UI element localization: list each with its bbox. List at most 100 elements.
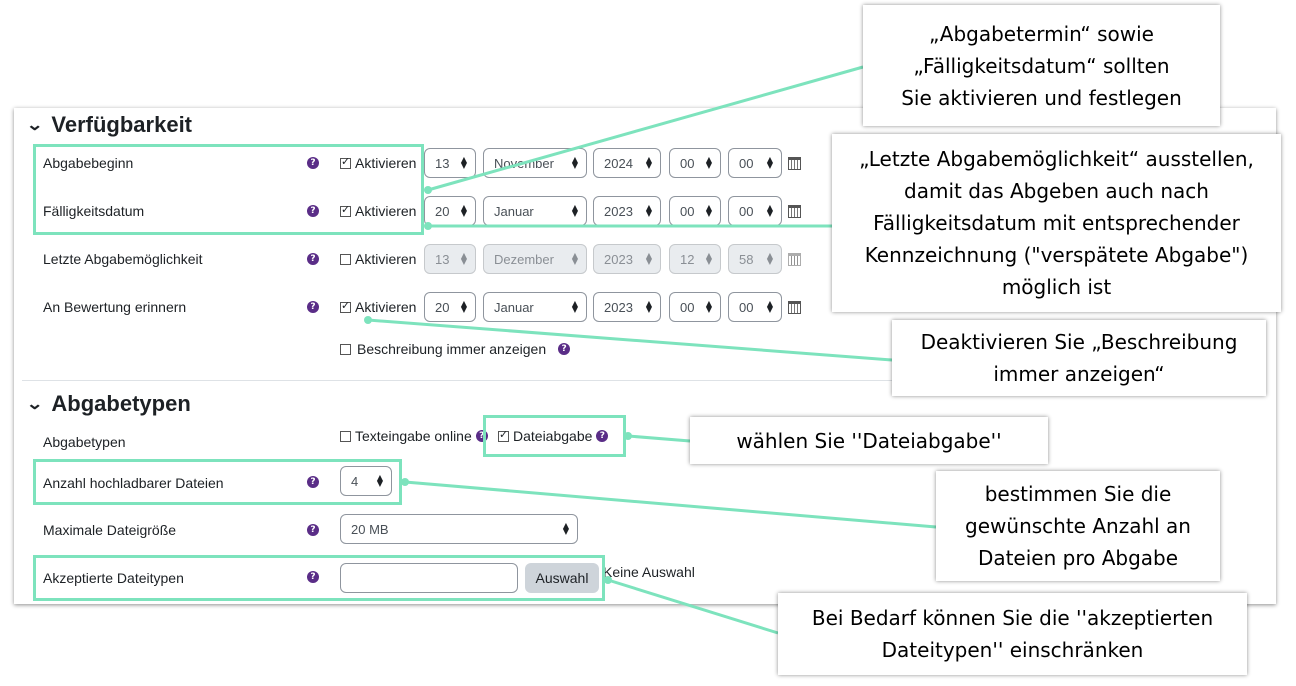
select-value: 20 — [435, 299, 450, 315]
select-arrows-icon: ▲▼ — [571, 251, 578, 266]
field-label-abgabebeginn: Abgabebeginn — [43, 155, 134, 171]
hour-select[interactable]: 00▲▼ — [669, 196, 721, 226]
auswahl-button[interactable]: Auswahl — [525, 563, 599, 593]
section-verfuegbarkeit-header[interactable]: ⌄ Verfügbarkeit — [25, 112, 193, 138]
select-arrows-icon: ▲▼ — [460, 203, 467, 218]
checkbox-box[interactable] — [340, 203, 351, 217]
help-icon[interactable]: ? — [307, 571, 319, 583]
select-arrows-icon: ▲▼ — [766, 299, 773, 314]
month-select[interactable]: Januar▲▼ — [483, 196, 587, 226]
day-select[interactable]: 20 ▲▼ — [424, 196, 476, 226]
checkbox-box[interactable] — [498, 428, 509, 442]
select-value: 2023 — [604, 251, 633, 267]
select-arrows-icon: ▲▼ — [766, 155, 773, 170]
dateiabgabe-checkbox[interactable]: Dateiabgabe ? — [498, 428, 609, 444]
hour-select[interactable]: 00 ▲▼ — [669, 148, 721, 178]
field-label-bewertung-erinnern: An Bewertung erinnern — [43, 299, 187, 315]
select-arrows-icon: ▲▼ — [645, 251, 652, 266]
select-value: 00 — [739, 299, 754, 315]
highlight-box — [483, 415, 626, 457]
help-icon[interactable]: ? — [307, 301, 319, 313]
month-select: Dezember ▲▼ — [483, 244, 587, 274]
anzahl-dateien-select[interactable]: 4 ▲▼ — [340, 466, 392, 496]
highlight-box — [33, 144, 424, 235]
calendar-icon — [788, 253, 801, 266]
help-icon[interactable]: ? — [596, 430, 609, 442]
checkbox-box[interactable] — [340, 155, 351, 169]
select-arrows-icon: ▲▼ — [705, 155, 712, 170]
month-select[interactable]: November▲▼ — [483, 148, 587, 178]
select-arrows-icon: ▲▼ — [460, 251, 467, 266]
day-select[interactable]: 13 ▲▼ — [424, 148, 476, 178]
year-select: 2023 ▲▼ — [593, 244, 661, 274]
callout-letzte-abgabe: „Letzte Abgabemöglichkeit“ ausstellen, d… — [832, 134, 1281, 312]
select-value: 00 — [680, 155, 695, 171]
texteingabe-checkbox[interactable]: Texteingabe online ? — [340, 428, 488, 444]
checkbox-box[interactable] — [340, 299, 351, 313]
callout-beschreibung: Deaktivieren Sie „Beschreibung immer anz… — [892, 320, 1266, 396]
enable-checkbox-bewertung-erinnern[interactable]: Aktivieren — [340, 299, 416, 315]
checkbox-box[interactable] — [340, 253, 351, 265]
help-icon[interactable]: ? — [307, 253, 319, 265]
enable-checkbox-letzte-abgabe[interactable]: Aktivieren — [340, 251, 416, 267]
help-icon[interactable]: ? — [307, 476, 319, 488]
select-value: 13 — [435, 251, 450, 267]
keine-auswahl-text: Keine Auswahl — [603, 564, 695, 580]
year-select[interactable]: 2024 ▲▼ — [593, 148, 661, 178]
calendar-icon[interactable] — [788, 301, 801, 314]
select-value: 58 — [739, 251, 754, 267]
select-value: 13 — [435, 155, 450, 171]
help-icon[interactable]: ? — [307, 524, 319, 536]
select-value: 12 — [680, 251, 695, 267]
select-arrows-icon: ▲▼ — [460, 155, 467, 170]
chevron-down-icon[interactable]: ⌄ — [25, 396, 44, 413]
section-title: Verfügbarkeit — [51, 112, 193, 137]
select-arrows-icon: ▲▼ — [705, 299, 712, 314]
max-dateigroesse-select[interactable]: 20 MB▲▼ — [340, 514, 578, 544]
month-select[interactable]: Januar ▲▼ — [483, 292, 587, 322]
checkbox-label: Aktivieren — [355, 203, 417, 219]
year-select[interactable]: 2023▲▼ — [593, 292, 661, 322]
calendar-icon[interactable] — [788, 157, 801, 170]
checkbox-box[interactable] — [340, 430, 351, 442]
beschreibung-checkbox[interactable]: Beschreibung immer anzeigen ? — [340, 341, 571, 357]
field-label-dateitypen: Akzeptierte Dateitypen — [43, 570, 184, 586]
chevron-down-icon[interactable]: ⌄ — [25, 117, 44, 134]
minute-select[interactable]: 00 ▲▼ — [728, 292, 782, 322]
help-icon[interactable]: ? — [307, 157, 319, 169]
field-label-faelligkeitsdatum: Fälligkeitsdatum — [43, 203, 145, 219]
select-arrows-icon: ▲▼ — [460, 299, 467, 314]
select-value: 2024 — [604, 155, 633, 171]
select-value: Januar — [494, 299, 534, 315]
select-value: Dezember — [494, 251, 554, 267]
select-arrows-icon: ▲▼ — [645, 155, 652, 170]
enable-checkbox-faelligkeitsdatum[interactable]: Aktivieren — [340, 203, 416, 219]
checkbox-label: Texteingabe online — [355, 428, 472, 444]
help-icon[interactable]: ? — [558, 343, 571, 355]
select-value: November — [494, 155, 554, 171]
minute-select[interactable]: 00▲▼ — [728, 148, 782, 178]
enable-checkbox-abgabebeginn[interactable]: Aktivieren — [340, 155, 416, 171]
callout-anzahl: bestimmen Sie die gewünschte Anzahl an D… — [936, 471, 1220, 581]
minute-select: 58▲▼ — [728, 244, 782, 274]
dateitypen-input[interactable] — [340, 563, 518, 593]
select-arrows-icon: ▲▼ — [571, 299, 578, 314]
highlight-box — [33, 459, 402, 505]
help-icon[interactable]: ? — [307, 205, 319, 217]
minute-select[interactable]: 00▲▼ — [728, 196, 782, 226]
select-arrows-icon: ▲▼ — [376, 473, 383, 488]
select-arrows-icon: ▲▼ — [645, 299, 652, 314]
select-value: 20 — [435, 203, 450, 219]
select-value: 4 — [351, 473, 359, 489]
calendar-icon[interactable] — [788, 205, 801, 218]
day-select[interactable]: 20 ▲▼ — [424, 292, 476, 322]
highlight-box — [33, 555, 605, 601]
select-value: 00 — [680, 203, 695, 219]
checkbox-label: Aktivieren — [355, 251, 417, 267]
checkbox-box[interactable] — [340, 343, 351, 355]
hour-select[interactable]: 00▲▼ — [669, 292, 721, 322]
year-select[interactable]: 2023▲▼ — [593, 196, 661, 226]
callout-aktivieren: „Abgabetermin“ sowie „Fälligkeitsdatum“ … — [863, 5, 1220, 126]
section-abgabetypen-header[interactable]: ⌄ Abgabetypen — [25, 391, 191, 417]
day-select: 13 ▲▼ — [424, 244, 476, 274]
